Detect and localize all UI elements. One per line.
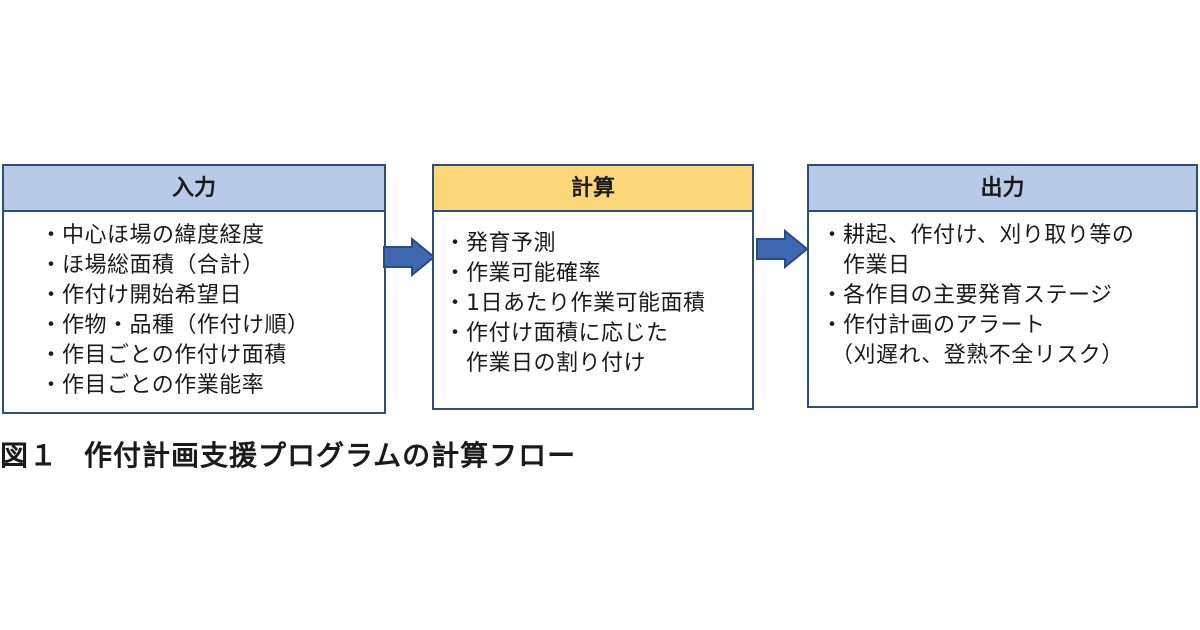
input-box-list: ・中心ほ場の緯度経度 ・ほ場総面積（合計） ・作付け開始希望日 ・作物・品種（作… (4, 212, 384, 401)
input-item: ・作目ごとの作付け面積 (40, 343, 287, 368)
output-item: ・各作目の主要発育ステージ (821, 283, 1113, 308)
input-item: ・中心ほ場の緯度経度 (40, 223, 265, 248)
output-box-list: ・耕起、作付け、刈り取り等の 作業日 ・各作目の主要発育ステージ ・作付計画のア… (809, 212, 1196, 371)
calc-box: 計算 ・発育予測 ・作業可能確率 ・1日あたり作業可能面積 ・作付け面積に応じた… (432, 164, 754, 410)
figure-caption-text: 作付計画支援プログラムの計算フロー (84, 439, 577, 472)
input-item: ・作目ごとの作業能率 (40, 373, 265, 398)
input-item: ・作付け開始希望日 (40, 283, 243, 308)
input-item: ・ほ場総面積（合計） (40, 253, 265, 278)
calc-item: ・作業可能確率 (444, 261, 602, 286)
figure-number: 図１ (0, 439, 59, 472)
input-box: 入力 ・中心ほ場の緯度経度 ・ほ場総面積（合計） ・作付け開始希望日 ・作物・品… (2, 164, 386, 414)
input-box-title: 入力 (4, 166, 384, 212)
output-box-title: 出力 (809, 166, 1196, 212)
output-item-continued: （刈遅れ、登熟不全リスク） (831, 343, 1124, 368)
right-arrow-icon (756, 229, 809, 269)
output-box: 出力 ・耕起、作付け、刈り取り等の 作業日 ・各作目の主要発育ステージ ・作付計… (807, 164, 1198, 408)
output-item: ・耕起、作付け、刈り取り等の (821, 223, 1135, 248)
calc-box-list: ・発育予測 ・作業可能確率 ・1日あたり作業可能面積 ・作付け面積に応じた 作業… (434, 212, 752, 379)
figure-caption: 図１ 作付計画支援プログラムの計算フロー (0, 434, 576, 474)
right-arrow-icon (383, 237, 436, 277)
calc-box-title: 計算 (434, 166, 752, 212)
output-item: ・作付計画のアラート (821, 313, 1046, 338)
calc-item-continued: 作業日の割り付け (466, 351, 647, 376)
calc-item: ・発育予測 (444, 231, 557, 256)
input-item: ・作物・品種（作付け順） (40, 313, 310, 338)
calc-item: ・作付け面積に応じた (444, 321, 669, 346)
output-item-continued: 作業日 (843, 253, 911, 278)
calc-item: ・1日あたり作業可能面積 (444, 291, 706, 316)
